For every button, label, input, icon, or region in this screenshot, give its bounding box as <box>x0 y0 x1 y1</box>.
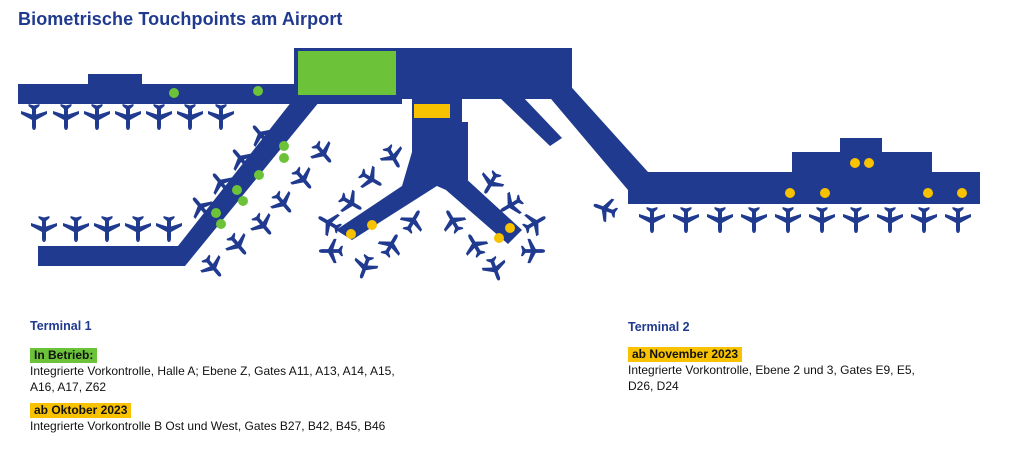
airplane-icon <box>94 216 120 242</box>
airplane-icon <box>84 104 110 130</box>
airplane-icon <box>809 207 835 233</box>
airplane-icon <box>589 193 621 225</box>
airplane-icon <box>53 104 79 130</box>
touchpoint-yellow <box>505 223 515 233</box>
touchpoint-yellow <box>494 233 504 243</box>
airplane-icon <box>156 216 182 242</box>
b-gate-yellow-area <box>414 104 450 118</box>
terminal-2-legend: Terminal 2 ab November 2023 Integrierte … <box>628 319 938 394</box>
airplane-icon <box>376 140 410 174</box>
terminal-1-heading: Terminal 1 <box>30 319 92 333</box>
terminal-1-building <box>18 48 572 266</box>
touchpoint-yellow <box>367 220 377 230</box>
touchpoint-yellow <box>820 188 830 198</box>
airplane-icon <box>305 135 341 171</box>
airplane-icon <box>354 162 388 196</box>
airplane-icon <box>520 238 546 264</box>
airplane-icon <box>518 206 552 240</box>
hall-a-green-area <box>298 51 396 95</box>
touchpoint-yellow <box>850 158 860 168</box>
airplane-icon <box>775 207 801 233</box>
airplane-icon <box>220 227 256 263</box>
touchpoint-yellow <box>923 188 933 198</box>
airplane-icon <box>479 253 511 285</box>
airplane-icon <box>318 238 344 264</box>
airplane-icon <box>458 228 492 262</box>
airplane-icon <box>146 104 172 130</box>
airplane-icon <box>31 216 57 242</box>
airplane-icon <box>245 207 281 243</box>
airplane-icon <box>312 206 346 240</box>
terminal-2-heading: Terminal 2 <box>628 320 690 334</box>
status-badge-in-operation: In Betrieb: <box>30 348 98 363</box>
airplane-icon <box>639 207 665 233</box>
airplane-icon <box>843 207 869 233</box>
status-badge-october: ab Oktober 2023 <box>30 403 132 418</box>
touchpoint-yellow <box>957 188 967 198</box>
touchpoint-green <box>169 88 179 98</box>
airplane-icon <box>63 216 89 242</box>
airplane-icon <box>21 104 47 130</box>
airplane-icon <box>396 204 430 238</box>
airplane-icon <box>115 104 141 130</box>
status-description: Integrierte Vorkontrolle B Ost und West,… <box>30 419 386 433</box>
terminal-1-legend: Terminal 1 In Betrieb: Integrierte Vorko… <box>30 318 430 434</box>
touchpoint-green <box>238 196 248 206</box>
page-title: Biometrische Touchpoints am Airport <box>18 9 343 29</box>
status-description: Integrierte Vorkontrolle, Ebene 2 und 3,… <box>628 363 915 393</box>
touchpoint-green <box>211 208 221 218</box>
airplane-icon <box>741 207 767 233</box>
touchpoints-in-operation <box>169 86 289 229</box>
terminal-2-building <box>535 80 980 204</box>
airplane-icon <box>285 161 321 197</box>
touchpoints-upcoming <box>346 158 967 243</box>
airplane-icon <box>707 207 733 233</box>
airplane-icon <box>436 204 470 238</box>
airplane-icon <box>125 216 151 242</box>
airplane-icon <box>374 228 408 262</box>
airplane-icon <box>195 249 231 285</box>
touchpoint-yellow <box>346 229 356 239</box>
touchpoint-green <box>232 185 242 195</box>
touchpoint-green <box>216 219 226 229</box>
airplane-icon <box>208 104 234 130</box>
touchpoint-green <box>279 141 289 151</box>
touchpoint-green <box>253 86 263 96</box>
status-badge-november: ab November 2023 <box>628 347 743 362</box>
airplane-icon <box>265 185 301 221</box>
status-description: Integrierte Vorkontrolle, Halle A; Ebene… <box>30 364 395 394</box>
airplane-icon <box>673 207 699 233</box>
touchpoint-yellow <box>864 158 874 168</box>
airplane-icon <box>877 207 903 233</box>
touchpoint-yellow <box>785 188 795 198</box>
airplane-icon <box>911 207 937 233</box>
airplane-icon <box>945 207 971 233</box>
touchpoint-green <box>279 153 289 163</box>
touchpoint-green <box>254 170 264 180</box>
airplane-icon <box>177 104 203 130</box>
airplane-icon <box>349 251 381 283</box>
airport-map <box>18 48 980 285</box>
